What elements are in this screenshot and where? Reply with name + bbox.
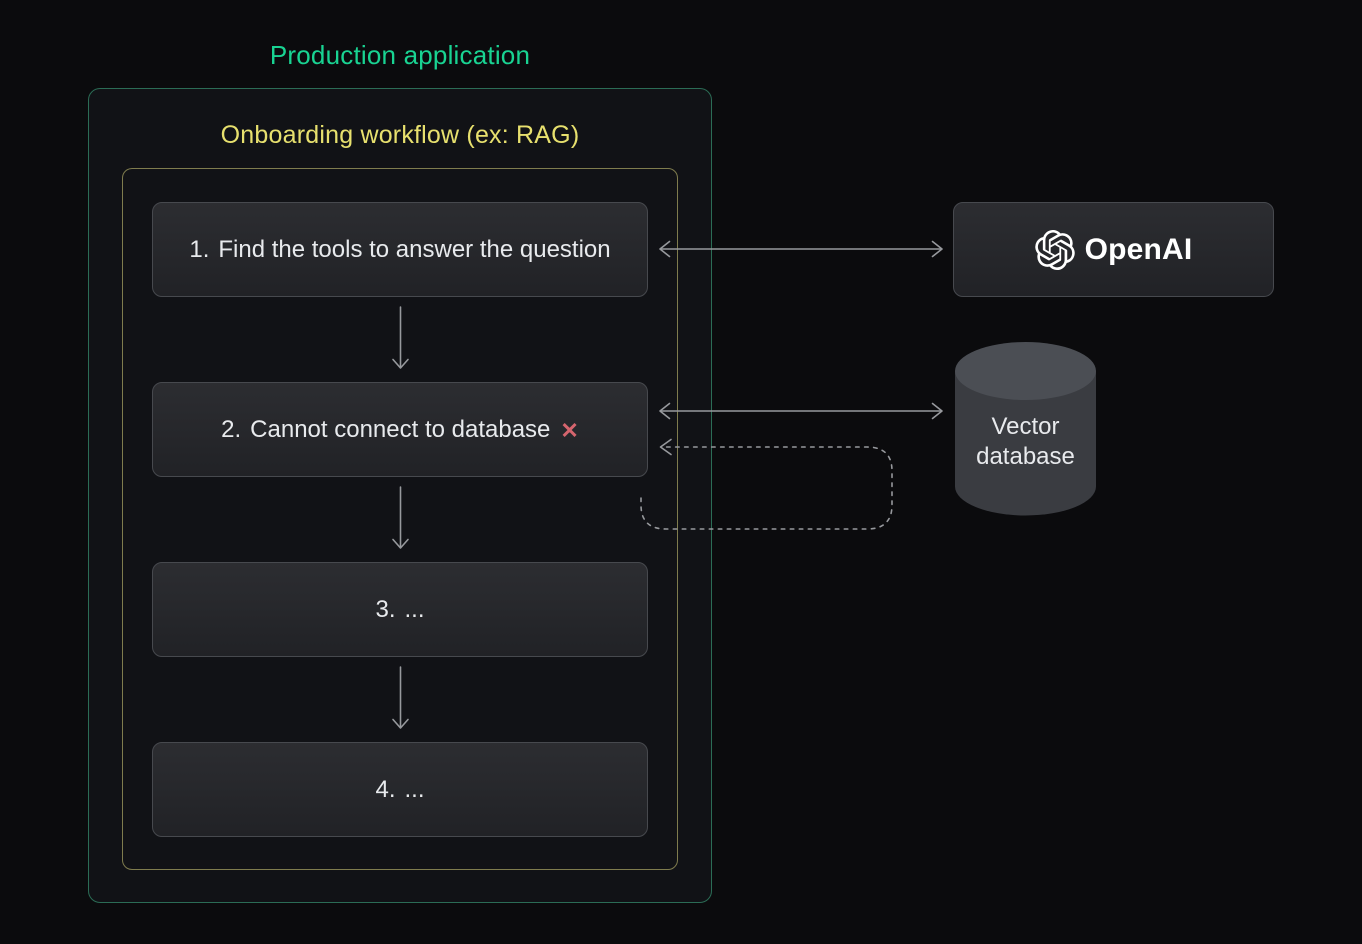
error-x-icon: ✕ bbox=[560, 417, 579, 443]
step-text: Find the tools to answer the question bbox=[218, 235, 611, 263]
step-number: 2. bbox=[221, 415, 242, 443]
step-number: 3. bbox=[375, 595, 396, 623]
vector-database-cylinder: Vector database bbox=[954, 341, 1097, 516]
step-text: ... bbox=[404, 595, 425, 623]
production-application-label: Production application bbox=[269, 40, 531, 70]
step-text: ... bbox=[404, 775, 425, 803]
openai-logo-icon bbox=[1034, 229, 1075, 270]
vector-database-label: Vector database bbox=[976, 413, 1075, 470]
workflow-step-2: 2. Cannot connect to database ✕ bbox=[152, 382, 648, 477]
workflow-step-1: 1. Find the tools to answer the question bbox=[152, 202, 648, 297]
workflow-step-4: 4. ... bbox=[152, 742, 648, 837]
step-text: Cannot connect to database bbox=[250, 415, 551, 443]
step-number: 1. bbox=[189, 235, 210, 263]
step-number: 4. bbox=[375, 775, 396, 803]
database-cylinder-shape bbox=[955, 342, 1096, 516]
openai-label: OpenAI bbox=[1084, 232, 1193, 266]
onboarding-workflow-label: Onboarding workflow (ex: RAG) bbox=[220, 121, 580, 149]
workflow-step-3: 3. ... bbox=[152, 562, 648, 657]
openai-card: OpenAI bbox=[953, 202, 1274, 297]
